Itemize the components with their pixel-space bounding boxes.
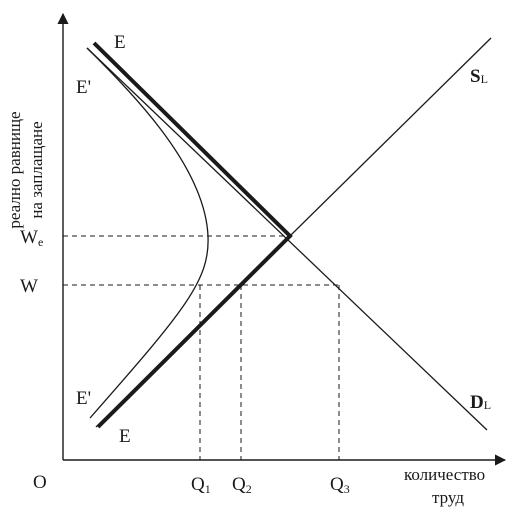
y-axis-title-line1: реално равнище: [5, 111, 24, 228]
label-q3: Q3: [330, 474, 350, 496]
label-demand: DL: [470, 392, 491, 413]
e-prime-curve: [86, 47, 209, 419]
label-supply: SL: [470, 66, 488, 87]
x-axis-title-line2: труд: [432, 488, 464, 507]
label-e-top: E: [114, 32, 126, 53]
y-axis-title-line2: на заплащане: [27, 121, 46, 218]
label-w: W: [20, 276, 38, 297]
label-q1: Q1: [191, 474, 211, 496]
x-axis-title-line1: количество: [404, 465, 485, 484]
label-e-prime-bottom: E': [76, 388, 91, 409]
label-e-bottom: E: [119, 426, 131, 447]
e-bold-curve: [92, 41, 293, 429]
label-e-prime-top: E': [76, 77, 91, 98]
label-we: We: [20, 227, 43, 249]
label-origin: O: [33, 472, 47, 493]
label-q2: Q2: [232, 474, 252, 496]
